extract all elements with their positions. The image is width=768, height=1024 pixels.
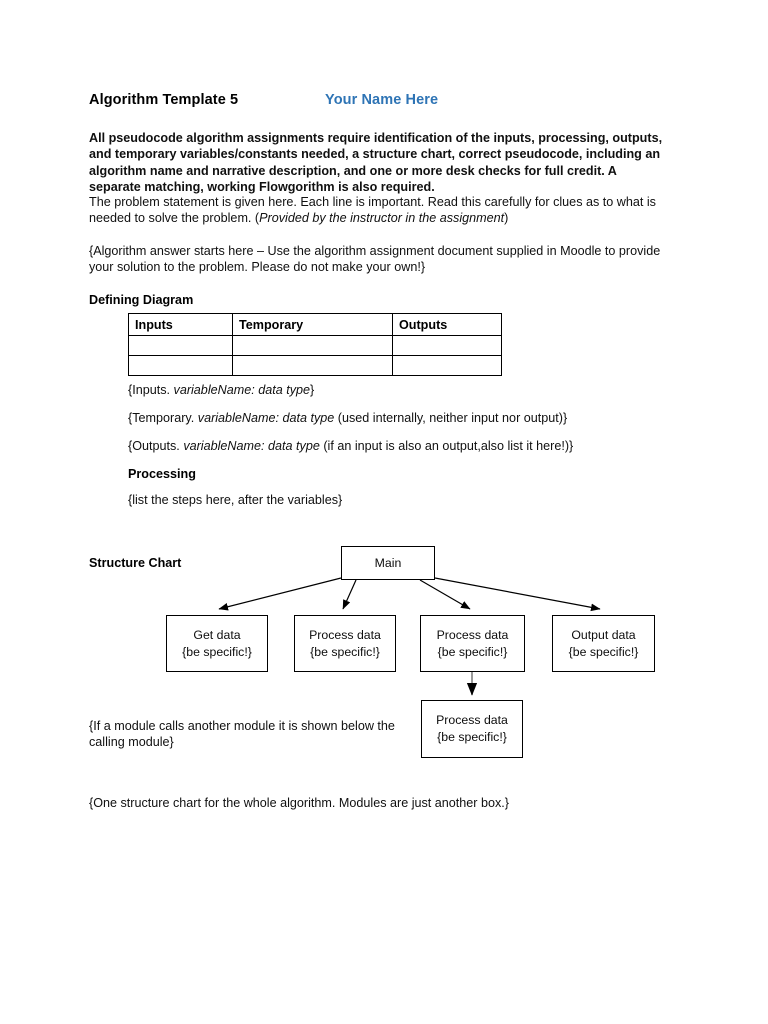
column-header-inputs: Inputs xyxy=(128,313,233,336)
legend-inputs-italic: variableName: data type xyxy=(173,383,311,397)
processing-note: {list the steps here, after the variable… xyxy=(128,493,343,507)
defining-diagram-table: Inputs Temporary Outputs xyxy=(128,313,502,376)
cell-inputs[interactable] xyxy=(128,355,233,376)
document-header: Algorithm Template 5 Your Name Here xyxy=(89,92,669,114)
table-row xyxy=(128,355,502,376)
chart-node-get-data-line2: {be specific!} xyxy=(182,644,252,659)
table-header-row: Inputs Temporary Outputs xyxy=(128,313,502,336)
legend-inputs-suffix: } xyxy=(310,383,315,397)
cell-inputs[interactable] xyxy=(128,335,233,356)
cell-outputs[interactable] xyxy=(392,355,502,376)
problem-statement-paragraph: The problem statement is given here. Eac… xyxy=(89,194,669,227)
legend-temporary-prefix: {Temporary. xyxy=(128,411,198,425)
problem-statement-close: ) xyxy=(504,211,509,226)
chart-node-get-data-line1: Get data xyxy=(193,627,241,642)
cell-temporary[interactable] xyxy=(232,355,393,376)
chart-node-process-data-2[interactable]: Process data {be specific!} xyxy=(420,615,525,672)
column-header-outputs: Outputs xyxy=(392,313,502,336)
chart-node-output-line1: Output data xyxy=(571,627,636,642)
connector-main-to-process-2 xyxy=(419,579,471,610)
legend-temporary-suffix: (used internally, neither input nor outp… xyxy=(334,411,568,425)
note-module-call: {If a module calls another module it is … xyxy=(89,719,395,750)
intro-paragraph: All pseudocode algorithm assignments req… xyxy=(89,131,663,194)
chart-node-output-data[interactable]: Output data {be specific!} xyxy=(552,615,655,672)
chart-node-process-data-1[interactable]: Process data {be specific!} xyxy=(294,615,396,672)
legend-outputs-prefix: {Outputs. xyxy=(128,439,184,453)
problem-statement-text: The problem statement is given here. Eac… xyxy=(89,195,656,226)
chart-node-process-3-line2: {be specific!} xyxy=(437,730,507,744)
legend-outputs-italic: variableName: data type xyxy=(183,439,320,453)
chart-node-process-1-line1: Process data xyxy=(309,627,381,642)
page-title: Algorithm Template 5 xyxy=(89,92,239,108)
chart-node-process-2-line1: Process data xyxy=(436,627,509,642)
legend-line-temporary: {Temporary. variableName: data type (use… xyxy=(128,410,688,426)
table-row xyxy=(128,335,502,356)
cell-temporary[interactable] xyxy=(232,335,393,356)
chart-node-output-line2: {be specific!} xyxy=(568,644,639,659)
problem-statement-italic: Provided by the instructor in the assign… xyxy=(259,211,505,226)
defining-diagram-heading: Defining Diagram xyxy=(89,293,194,307)
answer-instruction-paragraph: {Algorithm answer starts here – Use the … xyxy=(89,244,661,275)
legend-line-outputs: {Outputs. variableName: data type (if an… xyxy=(128,438,688,454)
connector-main-to-process-1 xyxy=(342,579,357,610)
cell-outputs[interactable] xyxy=(392,335,502,356)
structure-chart-heading: Structure Chart xyxy=(89,556,182,570)
legend-line-inputs: {Inputs. variableName: data type} xyxy=(128,382,688,398)
structure-chart-connectors xyxy=(218,577,601,696)
connector-main-to-get-data xyxy=(218,577,342,611)
connector-main-to-output-data xyxy=(434,577,601,612)
author-name: Your Name Here xyxy=(325,92,439,108)
column-header-temporary: Temporary xyxy=(232,313,393,336)
processing-heading: Processing xyxy=(128,467,196,481)
legend-inputs-prefix: {Inputs. xyxy=(128,383,174,397)
chart-node-main-line1: Main xyxy=(374,555,402,570)
structure-chart-diagram: Main Get data {be specific!} Process dat… xyxy=(0,530,768,780)
note-one-structure-chart: {One structure chart for the whole algor… xyxy=(89,796,510,810)
legend-temporary-italic: variableName: data type xyxy=(197,411,335,425)
chart-node-get-data[interactable]: Get data {be specific!} xyxy=(166,615,268,672)
chart-node-process-data-3[interactable]: Process data {be specific!} xyxy=(421,700,523,758)
chart-node-process-1-line2: {be specific!} xyxy=(310,644,380,659)
chart-node-process-2-line2: {be specific!} xyxy=(437,644,508,659)
chart-node-main[interactable]: Main xyxy=(341,546,435,580)
chart-node-process-3-line1: Process data xyxy=(436,713,508,727)
legend-outputs-suffix: (if an input is also an output,also list… xyxy=(319,439,574,453)
